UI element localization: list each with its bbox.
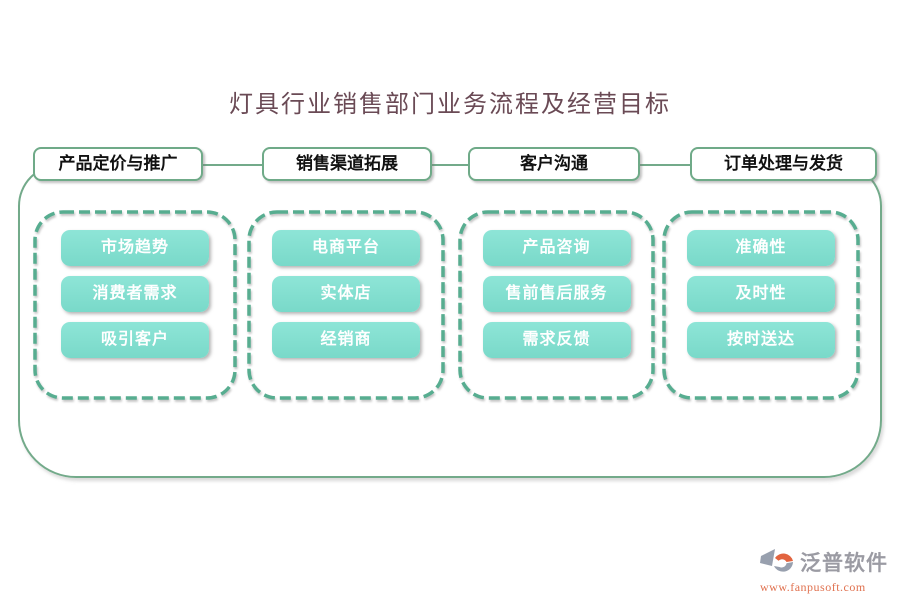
flow-item-on-time-delivery: 按时送达 [687, 322, 835, 358]
stage-header-order-delivery: 订单处理与发货 [690, 147, 877, 181]
flow-item-ecommerce-platform: 电商平台 [272, 230, 420, 266]
fanpu-logo-icon [760, 549, 793, 572]
brand-name: 泛普软件 [800, 552, 888, 575]
group-box-channel-expansion: 电商平台 实体店 经销商 [247, 210, 445, 400]
diagram-title: 灯具行业销售部门业务流程及经营目标 [229, 92, 671, 118]
stage-header-channel-expansion: 销售渠道拓展 [262, 147, 432, 181]
flow-item-accuracy: 准确性 [687, 230, 835, 266]
group-box-pricing-promotion: 市场趋势 消费者需求 吸引客户 [33, 210, 237, 400]
flow-item-physical-store: 实体店 [272, 276, 420, 312]
flow-item-pre-after-sales-service: 售前售后服务 [482, 276, 631, 312]
flow-item-distributor: 经销商 [272, 322, 420, 358]
flow-item-market-trend: 市场趋势 [61, 230, 209, 266]
flow-item-product-inquiry: 产品咨询 [482, 230, 631, 266]
flow-item-consumer-demand: 消费者需求 [61, 276, 209, 312]
stage-header-pricing-promotion: 产品定价与推广 [33, 147, 203, 181]
group-box-order-delivery: 准确性 及时性 按时送达 [662, 210, 860, 400]
flow-item-demand-feedback: 需求反馈 [482, 322, 631, 358]
flow-container-outline [18, 164, 882, 478]
dashed-border-frame [458, 210, 655, 400]
dashed-border-frame [662, 210, 860, 400]
flow-item-timeliness: 及时性 [687, 276, 835, 312]
stage-header-customer-communication: 客户沟通 [468, 147, 640, 181]
dashed-border-frame [247, 210, 445, 400]
brand-watermark: 泛普软件 www.fanpusoft.com [760, 545, 888, 595]
flow-item-attract-customers: 吸引客户 [61, 322, 209, 358]
dashed-border-frame [33, 210, 237, 400]
group-box-customer-communication: 产品咨询 售前售后服务 需求反馈 [458, 210, 655, 400]
brand-website: www.fanpusoft.com [760, 580, 866, 594]
